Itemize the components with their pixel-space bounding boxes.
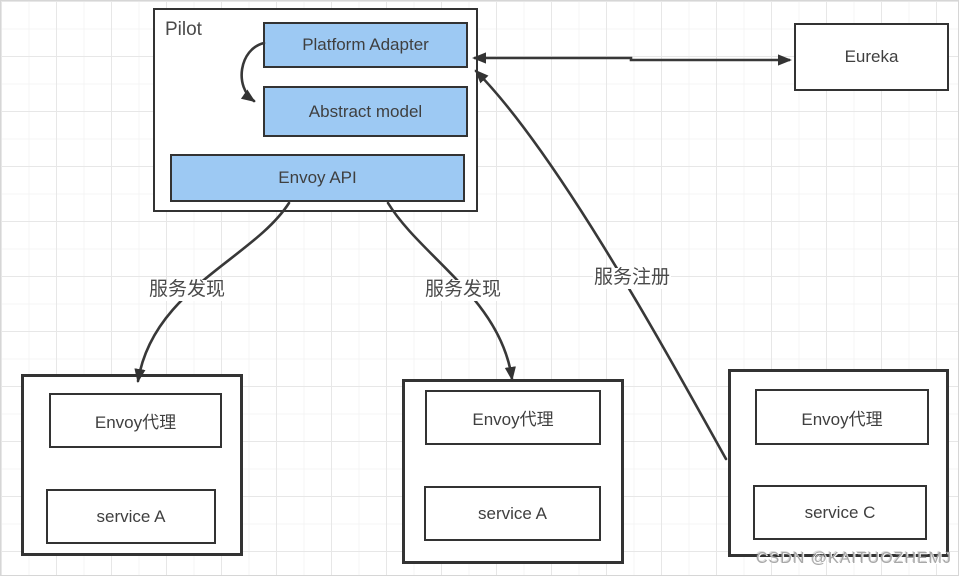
service-a-node-1: service A bbox=[46, 489, 216, 544]
discovery-left-label: 服务发现 bbox=[148, 279, 227, 301]
service-c-label: service C bbox=[804, 502, 876, 522]
eureka-node: Eureka bbox=[794, 23, 949, 91]
platform-adapter-node: Platform Adapter bbox=[263, 22, 468, 68]
edge-pilot-eureka bbox=[472, 52, 792, 66]
envoy-proxy-node-3: Envoy代理 bbox=[755, 389, 929, 445]
abstract-model-node: Abstract model bbox=[263, 86, 468, 137]
discovery-right-label: 服务发现 bbox=[424, 279, 503, 301]
service-c-node: service C bbox=[753, 485, 927, 540]
service-a-node-2: service A bbox=[424, 486, 601, 541]
envoy-proxy-node-1: Envoy代理 bbox=[49, 393, 222, 448]
pilot-title: Pilot bbox=[165, 19, 202, 40]
envoy-api-label: Envoy API bbox=[278, 168, 357, 187]
service-a-label-1: service A bbox=[96, 506, 166, 526]
platform-adapter-label: Platform Adapter bbox=[302, 35, 429, 54]
abstract-model-label: Abstract model bbox=[308, 101, 423, 121]
service-a-label-2: service A bbox=[478, 503, 547, 523]
envoy-proxy-label-2: Envoy代理 bbox=[472, 410, 554, 429]
csdn-watermark: CSDN @KAITUOZHEMJ bbox=[756, 550, 952, 567]
envoy-proxy-label-3: Envoy代理 bbox=[801, 409, 883, 429]
envoy-api-node: Envoy API bbox=[170, 154, 465, 202]
envoy-proxy-node-2: Envoy代理 bbox=[425, 390, 601, 445]
register-label: 服务注册 bbox=[593, 267, 672, 289]
eureka-label: Eureka bbox=[844, 47, 899, 66]
envoy-proxy-label-1: Envoy代理 bbox=[94, 413, 177, 432]
